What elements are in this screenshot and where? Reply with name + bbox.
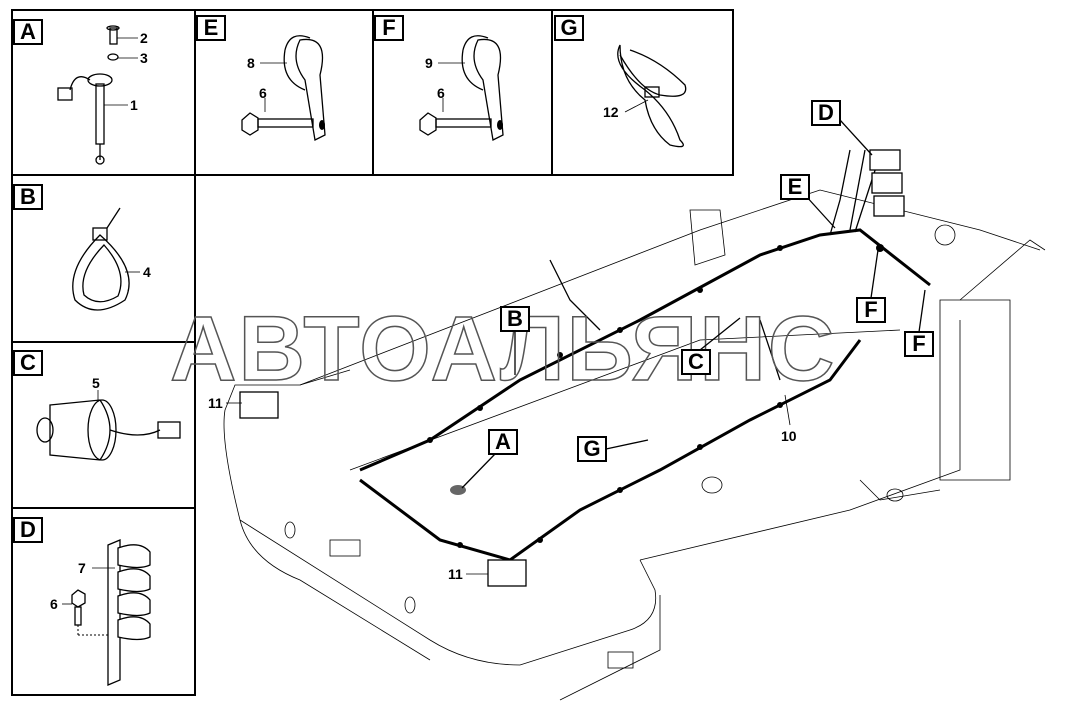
panel-d-bracket-drawing: 7 6: [50, 539, 151, 686]
callout-11-bottom: 11: [448, 566, 463, 582]
callout-f-1: F: [856, 249, 886, 323]
panel-f-clamp-drawing: 9 6: [419, 35, 504, 141]
panel-a-sensor-drawing: 2 3 1: [57, 25, 148, 165]
svg-text:D: D: [20, 517, 36, 542]
svg-text:3: 3: [140, 50, 148, 66]
panel-c-letter: C: [13, 350, 43, 376]
panel-f-letter: F: [374, 15, 404, 41]
callout-a: A: [461, 429, 518, 489]
svg-text:E: E: [788, 174, 803, 199]
panel-c-relay-drawing: 5: [36, 375, 181, 461]
chassis-drawing: [223, 189, 1046, 701]
main-callouts: D E B C F F A G 11 10 11: [208, 100, 934, 582]
svg-text:A: A: [495, 429, 511, 454]
svg-text:4: 4: [143, 264, 151, 280]
svg-text:F: F: [864, 297, 877, 322]
svg-text:7: 7: [78, 560, 86, 576]
svg-text:B: B: [20, 184, 36, 209]
svg-text:C: C: [20, 350, 36, 375]
svg-text:E: E: [204, 15, 219, 40]
svg-text:5: 5: [92, 375, 100, 391]
svg-text:F: F: [382, 15, 395, 40]
panel-g-strap-drawing: 12: [603, 44, 687, 148]
panel-d-frame: [11, 507, 196, 696]
detail-panels: [11, 9, 734, 696]
svg-text:A: A: [20, 19, 36, 44]
panel-g-letter: G: [554, 15, 584, 41]
panel-e-letter: E: [196, 15, 226, 41]
callout-d: D: [811, 100, 873, 156]
svg-text:1: 1: [130, 97, 138, 113]
svg-text:G: G: [560, 15, 577, 40]
callout-e: E: [780, 174, 836, 229]
callout-11-left: 11: [208, 395, 223, 411]
callout-f-2: F: [904, 289, 934, 357]
callout-g: G: [577, 436, 649, 462]
panel-b-cable-tie-drawing: 4: [72, 207, 151, 311]
panel-b-letter: B: [13, 184, 43, 210]
svg-text:12: 12: [603, 104, 619, 120]
panel-letters: A E F G B C D: [13, 15, 584, 543]
panel-g-frame: [551, 9, 734, 176]
panel-e-clamp-drawing: 8 6: [241, 35, 326, 141]
callout-b: B: [500, 306, 530, 375]
callout-c: C: [681, 317, 741, 375]
svg-text:G: G: [583, 436, 600, 461]
svg-text:9: 9: [425, 55, 433, 71]
svg-text:6: 6: [259, 85, 267, 101]
svg-text:2: 2: [140, 30, 148, 46]
svg-text:C: C: [688, 349, 704, 374]
callout-10: 10: [781, 428, 797, 444]
svg-text:F: F: [912, 331, 925, 356]
svg-text:B: B: [507, 306, 523, 331]
svg-text:6: 6: [437, 85, 445, 101]
panel-d-letter: D: [13, 517, 43, 543]
wiring-harness: [239, 149, 931, 587]
svg-text:D: D: [818, 100, 834, 125]
svg-text:8: 8: [247, 55, 255, 71]
panel-a-letter: A: [13, 19, 43, 45]
svg-text:6: 6: [50, 596, 58, 612]
